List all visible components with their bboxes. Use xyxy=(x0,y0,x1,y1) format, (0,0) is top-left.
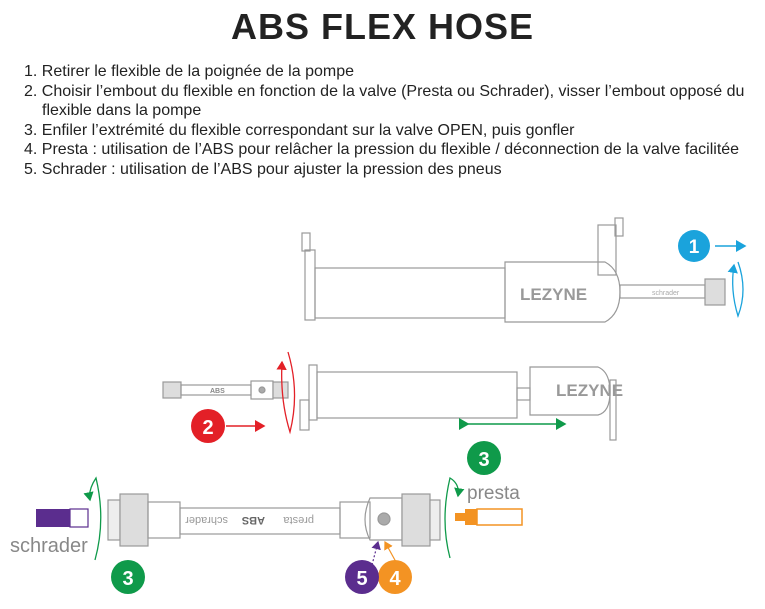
step-3-badge xyxy=(467,441,501,475)
step-2-badge xyxy=(191,409,225,443)
flex-hose: presta ABS schrader xyxy=(107,493,441,547)
svg-text:schrader: schrader xyxy=(185,514,228,526)
step-4: 4. Presta : utilisation de l’ABS pour re… xyxy=(24,141,740,158)
step-5: 5. Schrader : utilisation de l’ABS pour … xyxy=(24,160,502,178)
rotate-arrow-icon xyxy=(727,261,744,318)
step-3: 3. Enfiler l’extrémité du flexible corre… xyxy=(24,121,575,139)
lezyne-logo: LEZYNE xyxy=(556,381,623,400)
step-1-badge xyxy=(678,230,710,262)
abs-arrow-icon xyxy=(384,540,397,563)
rotate-arrow-icon xyxy=(276,351,296,435)
svg-text:3: 3 xyxy=(478,449,489,471)
step-4-badge xyxy=(378,560,412,594)
page-title: ABS FLEX HOSE xyxy=(230,6,535,47)
rotate-arrow-icon xyxy=(444,476,465,559)
svg-text:4: 4 xyxy=(389,568,401,590)
svg-text:presta: presta xyxy=(283,514,314,526)
step-1: 1. Retirer le flexible de la poignée de … xyxy=(24,63,354,80)
step-2: 2. Choisir l’embout du flexible en fonct… xyxy=(24,82,745,120)
svg-text:ABS: ABS xyxy=(242,514,265,526)
svg-text:1: 1 xyxy=(689,237,700,258)
pump-top: LEZYNE schrader xyxy=(301,217,726,323)
step-3-badge xyxy=(111,560,145,594)
pump-middle: LEZYNE ABS xyxy=(162,364,623,441)
svg-text:2: 2 xyxy=(202,417,213,439)
svg-text:5: 5 xyxy=(356,568,367,590)
hose-label: schrader xyxy=(652,290,680,297)
schrader-valve-icon xyxy=(36,509,70,527)
presta-valve-icon xyxy=(455,513,465,521)
svg-text:ABS: ABS xyxy=(210,388,225,395)
schrader-valve-label: schrader xyxy=(10,535,88,557)
step-5-badge xyxy=(345,560,379,594)
rotate-arrow-icon xyxy=(83,476,102,561)
presta-valve-label: presta xyxy=(467,483,520,504)
lezyne-logo: LEZYNE xyxy=(520,285,587,304)
svg-text:3: 3 xyxy=(122,568,133,590)
instructions-list: 1. Retirer le flexible de la poignée de … xyxy=(24,62,754,179)
abs-arrow-icon xyxy=(371,540,381,566)
